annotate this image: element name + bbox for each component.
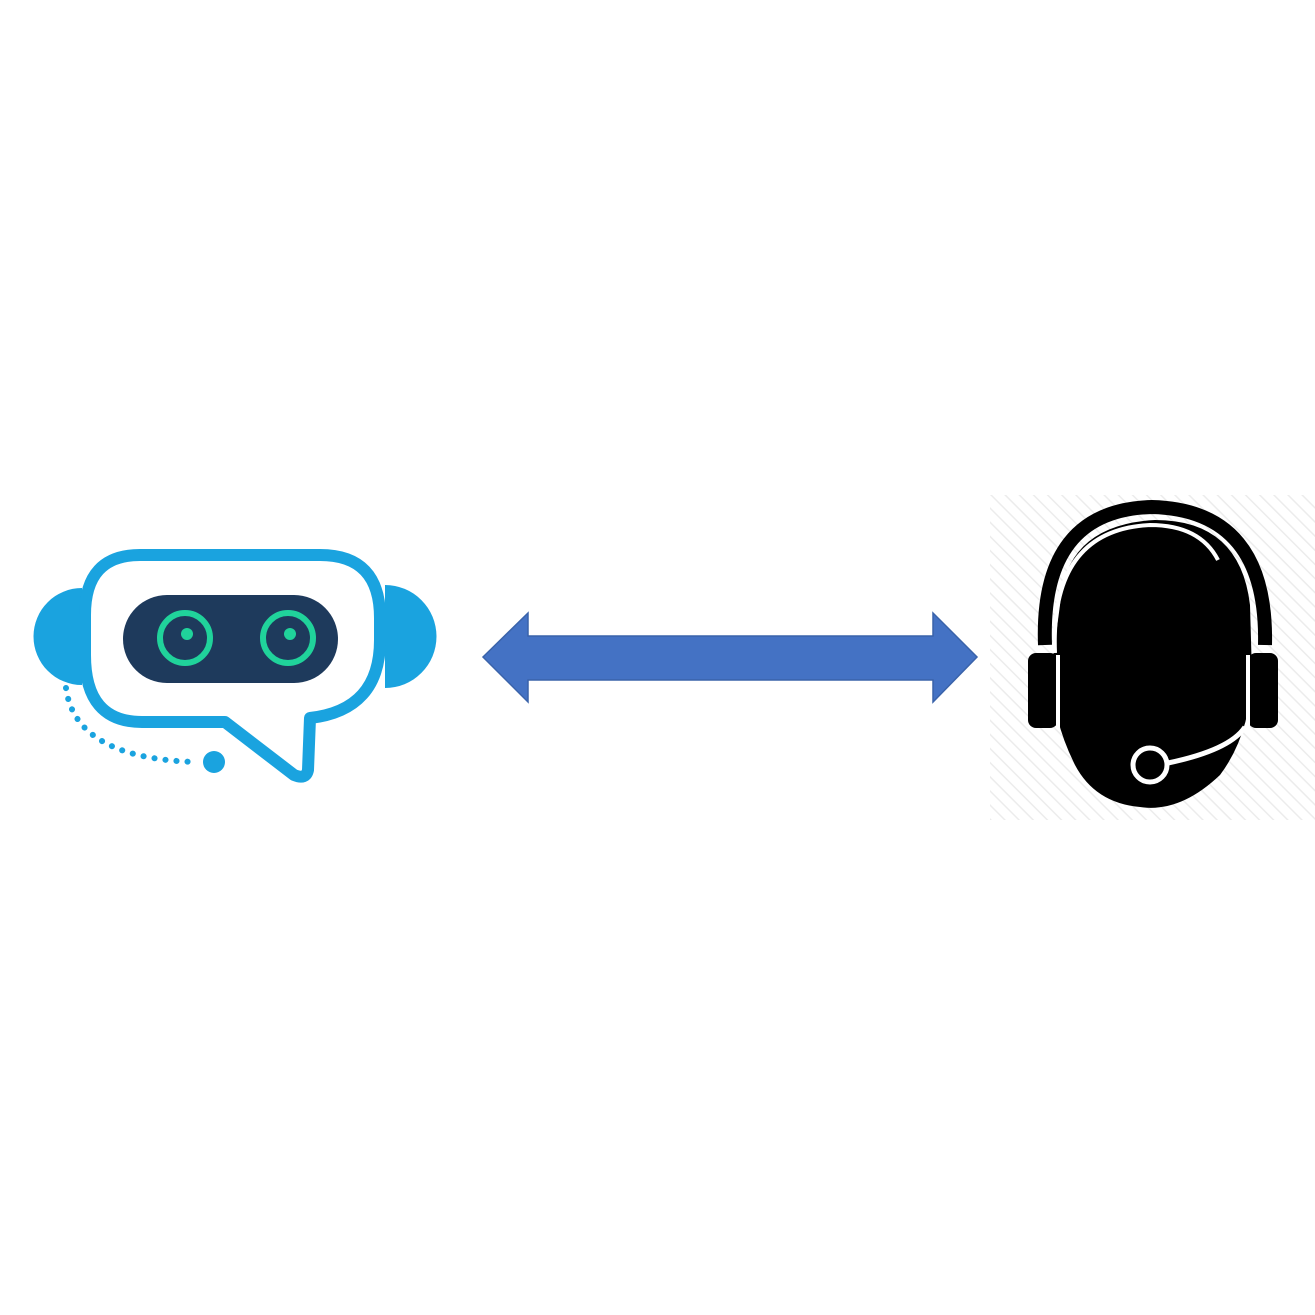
- chatbot-left-eye-pupil: [181, 628, 193, 640]
- support-agent-node: [990, 495, 1315, 820]
- support-agent-headset-icon: [990, 495, 1315, 820]
- agent-mic-boom: [1167, 725, 1248, 766]
- agent-left-earcup: [1028, 653, 1058, 728]
- agent-headband-highlight: [1052, 522, 1220, 654]
- agent-headband: [1037, 499, 1273, 646]
- chatbot-right-eye-pupil: [284, 628, 296, 640]
- chatbot-node: [30, 540, 440, 790]
- chatbot-left-eye-ring: [157, 610, 213, 666]
- chatbot-robot-icon: [33, 549, 437, 783]
- bidirectional-connector: [480, 610, 980, 705]
- chatbot-left-ear: [33, 588, 82, 685]
- chatbot-face-visor: [123, 595, 338, 683]
- chatbot-right-eye-ring: [260, 610, 316, 666]
- chatbot-dotted-cable: [63, 685, 198, 765]
- double-headed-arrow-icon: [481, 611, 979, 704]
- double-headed-arrow-shape: [481, 611, 979, 704]
- chatbot-cable-end-dot: [203, 751, 225, 773]
- agent-right-earcup: [1248, 653, 1278, 728]
- chatbot-right-ear: [385, 585, 437, 688]
- agent-mic-tip: [1130, 745, 1170, 785]
- agent-head-silhouette: [1051, 520, 1252, 808]
